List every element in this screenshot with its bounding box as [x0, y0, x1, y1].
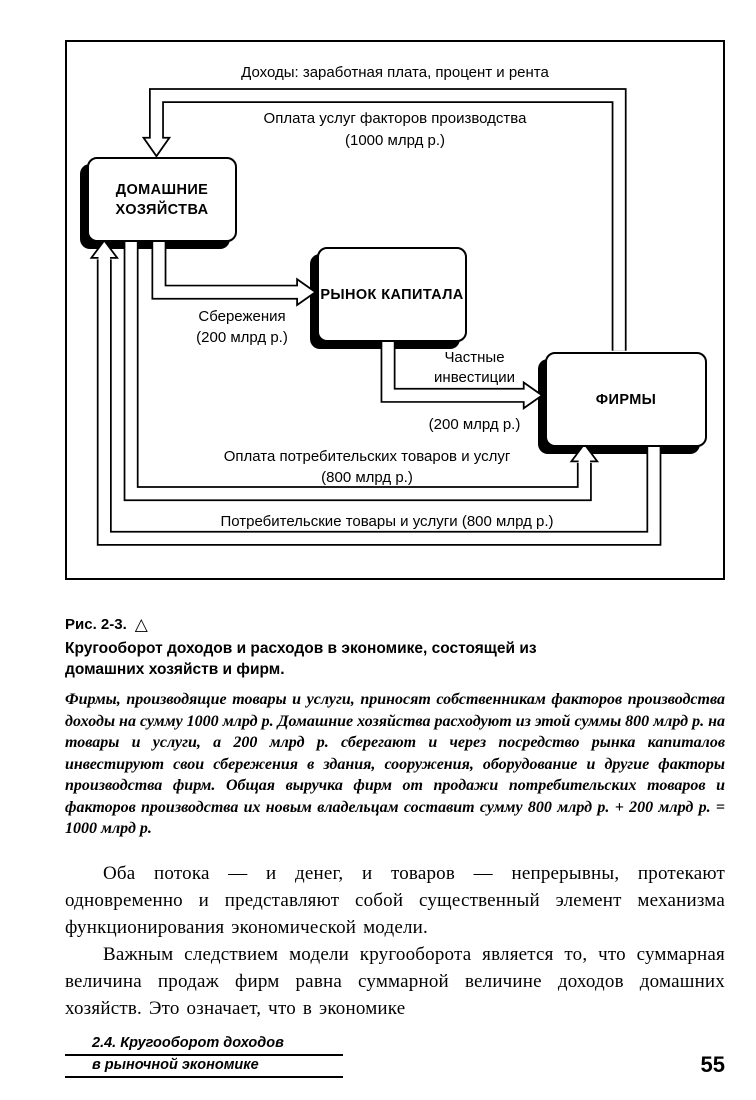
body-paragraph-2: Важным следствием модели кругооборота яв… [65, 943, 725, 1019]
investment-amount: (200 млрд р.) [428, 416, 521, 433]
flow-arrows-graphic [89, 88, 662, 546]
section-title-line-1: 2.4. Кругооборот доходов [65, 1034, 343, 1056]
figure-number-line: Рис. 2-3. △ [65, 616, 725, 633]
investment-label: Частные инвестиции [434, 349, 515, 386]
households-box-label: ДОМАШНИЕ ХОЗЯЙСТВА [115, 181, 209, 218]
section-title-line-2: в рыночной экономике [65, 1056, 343, 1078]
circular-flow-diagram: ДОМАШНИЕ ХОЗЯЙСТВА РЫНОК КАПИТАЛА ФИРМЫ … [65, 40, 725, 580]
figure-description: Фирмы, производящие товары и услуги, при… [65, 691, 725, 837]
flow-consumer-goods [89, 239, 662, 546]
factor-payment-text: Оплата услуг факторов производства [263, 110, 527, 127]
channel-fill [98, 254, 660, 545]
savings-text: Сбережения [198, 308, 286, 325]
flow-consumption-payment [123, 237, 600, 502]
channel-fill [382, 338, 529, 402]
channel-fill [153, 237, 302, 298]
page-footer: 2.4. Кругооборот доходов в рыночной экон… [65, 1034, 725, 1078]
channel-fill [125, 237, 591, 500]
capital-market-box: РЫНОК КАПИТАЛА [317, 247, 467, 342]
firms-box-label: ФИРМЫ [595, 391, 657, 408]
page-number: 55 [700, 1052, 725, 1077]
body-text: Оба потока — и денег, и товаров — непрер… [65, 860, 725, 1022]
consumption-payment-amount: (800 млрд р.) [321, 469, 413, 486]
figure-caption: Рис. 2-3. △ Кругооборот доходов и расход… [65, 616, 725, 840]
body-paragraph-1: Оба потока — и денег, и товаров — непрер… [65, 862, 725, 938]
households-box: ДОМАШНИЕ ХОЗЯЙСТВА [87, 157, 237, 242]
income-flow-label: Доходы: заработная плата, процент и рент… [241, 64, 549, 81]
factor-payment-label: Оплата услуг факторов производства (1000… [67, 108, 723, 152]
channel-outline [151, 237, 299, 300]
flow-savings [151, 237, 318, 307]
flow-investment [380, 338, 544, 410]
firms-box: ФИРМЫ [545, 352, 707, 447]
channel-fill [150, 89, 625, 351]
flow-factor-payments [141, 88, 627, 351]
figure-title: Кругооборот доходов и расходов в экономи… [65, 640, 537, 678]
consumer-goods-label: Потребительские товары и услуги (800 млр… [220, 513, 554, 530]
page-content: ДОМАШНИЕ ХОЗЯЙСТВА РЫНОК КАПИТАЛА ФИРМЫ … [65, 40, 725, 1022]
capital-market-box-label: РЫНОК КАПИТАЛА [320, 286, 464, 303]
running-section-title: 2.4. Кругооборот доходов в рыночной экон… [65, 1034, 343, 1078]
triangle-marker-icon: △ [134, 615, 148, 634]
factor-payment-amount: (1000 млрд р.) [344, 132, 446, 149]
consumption-payment-text: Оплата потребительских товаров и услуг [223, 448, 511, 465]
consumption-payment-label: Оплата потребительских товаров и услуг (… [107, 446, 627, 488]
figure-number: Рис. 2-3. [65, 616, 127, 633]
savings-amount: (200 млрд р.) [196, 329, 288, 346]
savings-label: Сбережения (200 млрд р.) [162, 306, 322, 348]
